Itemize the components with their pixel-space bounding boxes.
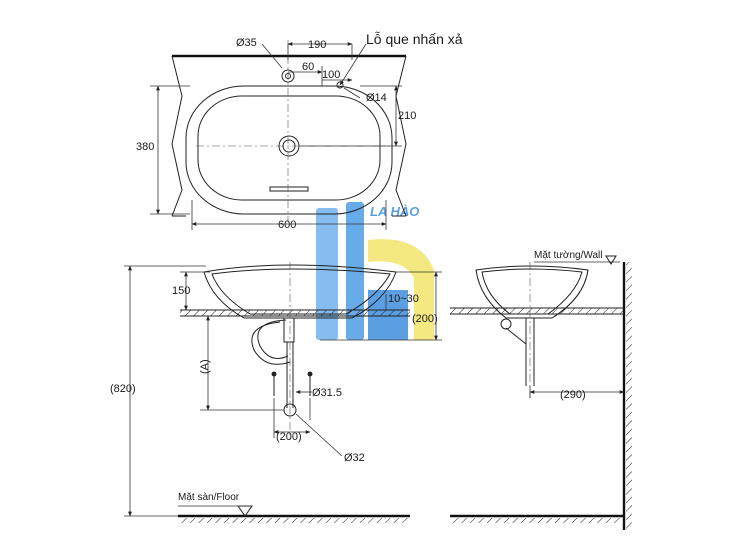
dim-100: 100	[322, 69, 340, 81]
overflow-button-label: Lỗ que nhấn xả	[366, 31, 463, 47]
dim-150: 150	[172, 285, 190, 297]
floor-label: Mặt sàn/Floor	[178, 492, 240, 503]
dim-overflow-diameter: Ø14	[366, 92, 387, 104]
basin-outline-top	[185, 85, 393, 215]
watermark-text: LA HÀO	[370, 204, 419, 219]
top-view: 190 Ø35 60 100 Lỗ que nhấn xả Ø14 210 38…	[136, 31, 463, 231]
basin-outline-side	[475, 265, 589, 319]
basin-outline-front	[203, 264, 397, 319]
front-view: 150 10~30 (200) (A) (820) Ø31.5 (200) Ø3…	[110, 262, 442, 523]
dim-380: 380	[136, 141, 154, 153]
dim-10-30: 10~30	[388, 293, 419, 305]
basin-bowl-top	[197, 95, 381, 201]
faucet-hole	[281, 69, 295, 83]
wall-label: Mặt tường/Wall	[534, 250, 602, 261]
dim-200-bottom: (200)	[276, 431, 302, 443]
dim-190: 190	[308, 39, 326, 51]
dim-200-right: (200)	[412, 313, 438, 325]
dim-a: (A)	[199, 359, 211, 374]
dim-32: Ø32	[344, 452, 365, 464]
dim-290: (290)	[560, 389, 586, 401]
side-view: (290) Mặt tường/Wall	[450, 250, 632, 530]
dim-31-5: Ø31.5	[312, 387, 342, 399]
dim-hole-diameter: Ø35	[236, 37, 257, 49]
dim-820: (820)	[110, 383, 136, 395]
dim-210: 210	[398, 110, 416, 122]
dim-60: 60	[302, 61, 314, 73]
dim-600: 600	[278, 219, 296, 231]
